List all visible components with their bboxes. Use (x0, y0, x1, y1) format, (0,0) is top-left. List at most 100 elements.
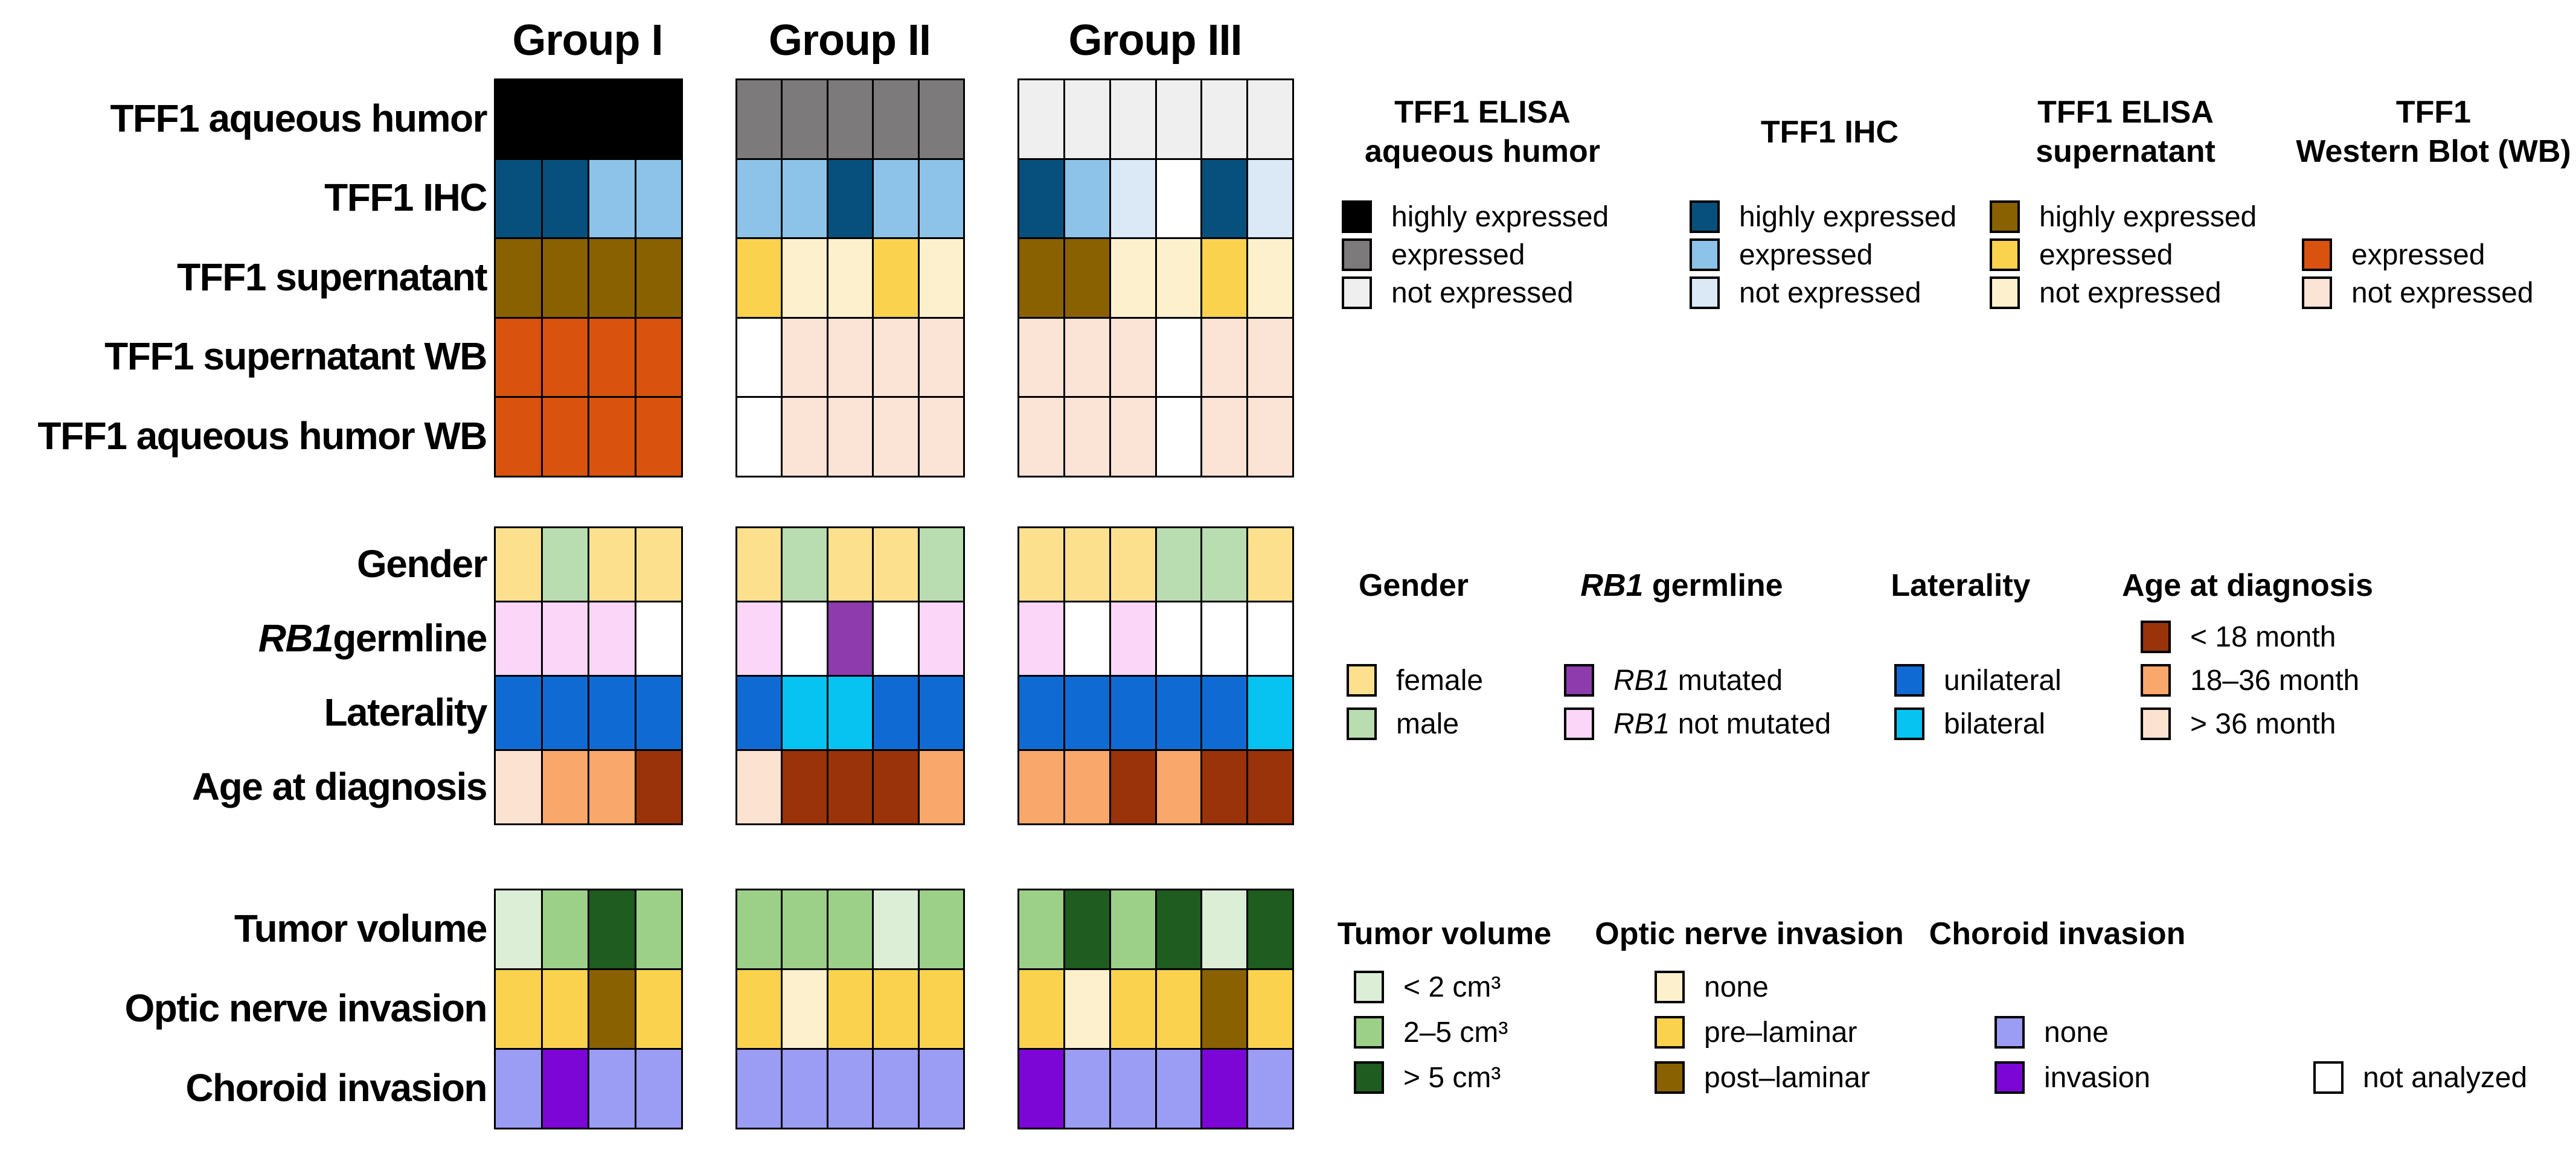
matrix-cell (635, 237, 683, 319)
matrix-cell (1155, 316, 1202, 398)
matrix-cell (1017, 675, 1065, 751)
legend-color-swatch (1690, 200, 1720, 233)
matrix-cell (827, 968, 874, 1050)
legend-color-swatch (1354, 1016, 1384, 1049)
matrix-cell (827, 78, 874, 160)
matrix-cell (588, 526, 636, 602)
matrix-cell (735, 889, 783, 970)
legend-item-label: not analyzed (2363, 1061, 2528, 1094)
matrix-cell (872, 968, 920, 1050)
legend-item-label: highly expressed (1739, 200, 1957, 233)
matrix-cell (1017, 889, 1065, 970)
row-label: TFF1 aqueous humor (110, 96, 487, 140)
matrix-cell (1017, 237, 1065, 319)
matrix-cell (588, 749, 636, 825)
matrix-cell (735, 749, 783, 825)
matrix-cell (541, 1048, 589, 1129)
matrix-cell (1017, 1048, 1065, 1129)
legend-item-label: not expressed (1391, 276, 1574, 309)
legend-color-swatch (1655, 1061, 1685, 1094)
matrix-cell (872, 889, 920, 970)
matrix-cell (735, 601, 783, 677)
matrix-cell (872, 749, 920, 825)
matrix-cell (1200, 749, 1248, 825)
matrix-cell (1063, 749, 1111, 825)
matrix-cell (541, 158, 589, 239)
matrix-cell (1063, 601, 1111, 677)
legend-item: post–laminar (1655, 1061, 1870, 1094)
legend-color-swatch (1347, 664, 1377, 697)
legend-item: bilateral (1894, 707, 2045, 740)
matrix-cell (918, 601, 965, 677)
row-label: TFF1 supernatant (177, 255, 487, 299)
legend-color-swatch (1342, 276, 1372, 309)
legend-title: RB1 germline (1580, 561, 1783, 610)
matrix-cell (541, 396, 589, 477)
matrix-cell (872, 1048, 920, 1129)
matrix-cell (494, 526, 543, 602)
matrix-cell (635, 78, 683, 160)
legend-item: 2–5 cm³ (1354, 1016, 1508, 1049)
matrix-cell (1200, 675, 1248, 751)
matrix-cell (1017, 968, 1065, 1050)
legend-item: < 18 month (2141, 621, 2336, 653)
legend-color-swatch (2141, 664, 2171, 697)
legend-item-label: highly expressed (1391, 200, 1609, 233)
legend-item-label: invasion (2044, 1061, 2151, 1094)
group-header-2: Group II (769, 16, 931, 65)
legend-color-swatch (1690, 276, 1720, 309)
legend-item-label: expressed (1739, 238, 1873, 271)
legend-color-swatch (1894, 664, 1924, 697)
legend-item: RB1 not mutated (1564, 707, 1831, 740)
legend-title-line: Tumor volume (1337, 916, 1552, 951)
legend-title: Optic nerve invasion (1595, 913, 1904, 955)
legend-color-swatch (1990, 238, 2020, 271)
matrix-cell (1200, 78, 1248, 160)
matrix-cell (1155, 889, 1202, 970)
legend-item: highly expressed (1342, 200, 1609, 233)
matrix-cell (1063, 396, 1111, 477)
legend-title-line: TFF1 ELISA (1394, 95, 1571, 130)
matrix-cell (1246, 1048, 1294, 1129)
legend-item-label: male (1396, 707, 1459, 740)
legend-title-line: supernatant (2036, 134, 2216, 169)
legend-title: Age at diagnosis (2122, 561, 2373, 610)
matrix-cell (1109, 749, 1157, 825)
matrix-cell (541, 601, 589, 677)
legend-title: Tumor volume (1338, 913, 1551, 955)
matrix-cell (1017, 158, 1065, 239)
legend-item-label: not expressed (2039, 276, 2222, 309)
legend-color-swatch (2141, 621, 2171, 653)
matrix-cell (1109, 889, 1157, 970)
matrix-cell (541, 316, 589, 398)
legend-title-line: Laterality (1891, 567, 2031, 603)
matrix-cell (918, 889, 965, 970)
legend-item: RB1 mutated (1564, 664, 1783, 697)
matrix-cell (781, 316, 828, 398)
legend-item-label: RB1 mutated (1613, 664, 1783, 697)
row-label: Tumor volume (234, 907, 488, 950)
legend-item-label: post–laminar (1704, 1061, 1870, 1094)
legend-item: expressed (1990, 238, 2173, 271)
legend-item-label: expressed (2351, 238, 2485, 271)
matrix-cell (1200, 396, 1248, 477)
matrix-cell (588, 889, 636, 970)
row-label: TFF1 aqueous humor WB (37, 414, 487, 458)
row-label: TFF1 supernatant WB (104, 334, 487, 378)
matrix-cell (494, 889, 543, 970)
matrix-cell (1109, 526, 1157, 602)
matrix-cell (918, 237, 965, 319)
matrix-cell (872, 78, 920, 160)
legend-item-label: female (1396, 664, 1484, 697)
matrix-cell (1155, 396, 1202, 477)
legend-color-swatch (1342, 238, 1372, 271)
matrix-cell (1063, 158, 1111, 239)
legend-title-line: Age at diagnosis (2121, 567, 2374, 603)
legend-color-swatch (1994, 1061, 2025, 1094)
matrix-cell (1246, 237, 1294, 319)
matrix-cell (1017, 601, 1065, 677)
matrix-cell (1155, 675, 1202, 751)
matrix-cell (827, 1048, 874, 1129)
matrix-cell (1200, 237, 1248, 319)
